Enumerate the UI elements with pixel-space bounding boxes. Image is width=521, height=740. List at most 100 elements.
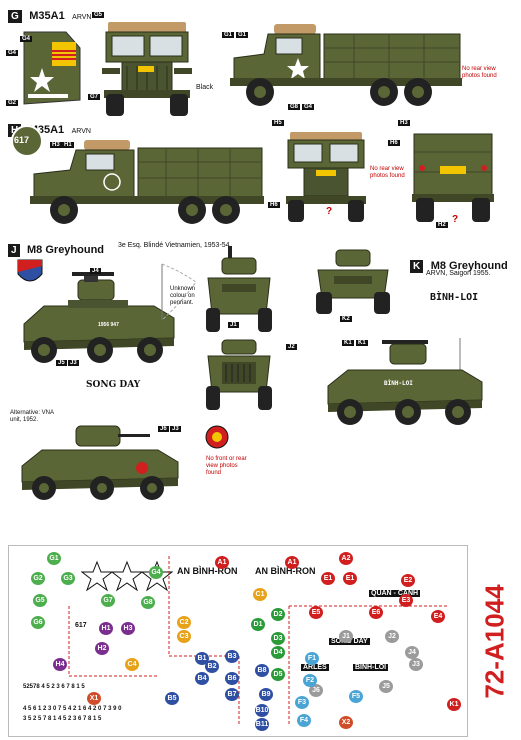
decal-bubble-b6: B6 [225,672,239,685]
decal-bubble-h3: H3 [121,622,135,635]
profile-k-header: K M8 Greyhound [410,256,511,274]
emblem-617-text: 617 [14,135,30,145]
decal-an-binh-1: AN BÌNH-RON [177,566,238,576]
decal-sheet: AN BÌNH-RON AN BÌNH-RON QUAN - CANH SONG… [8,545,468,737]
callout-h2: H2 [436,222,448,228]
callout-j3-b: J3 [170,426,181,432]
note-black: Black [196,84,214,91]
catalog-number: 72-A1044 [479,584,510,699]
profile-g-unit: ARVN [72,14,92,21]
decal-bubble-a1: A1 [215,556,229,569]
decal-bubble-e3: E3 [399,594,413,607]
decal-bubble-b5: B5 [165,692,179,705]
armored-car-j-side [23,272,175,363]
decal-bubble-e2: E2 [401,574,415,587]
truck-h-rear [412,133,494,222]
decal-bubble-g4: G4 [149,566,163,579]
decal-bubble-g2: G2 [31,572,45,585]
truck-g-side [230,24,462,106]
decal-bubble-b10: B10 [255,704,269,717]
armored-car-alt-side [21,425,179,500]
truck-g-front [102,22,192,116]
binh-loi-hull-text: BÌNH-LOI [384,380,413,387]
callout-j6: J6 [158,426,169,432]
decal-bubble-e1: E1 [343,572,357,585]
decal-bubble-e5: E5 [309,606,323,619]
callout-g1-a: G1 [222,32,235,38]
note-alternative: Alternative: VNA unit, 1952. [10,410,54,423]
armored-car-k-front [316,249,390,314]
decal-bubble-b4: B4 [195,672,209,685]
profile-j-code: J [8,244,20,257]
decal-bubble-b2: B2 [205,660,219,673]
profile-k-model: M8 Greyhound [427,260,511,272]
callout-k2: K2 [340,316,352,322]
profile-k-code: K [410,260,424,273]
decal-bubble-h1: H1 [99,622,113,635]
callout-j3: J3 [68,360,79,366]
decal-bubble-j2: J2 [385,630,399,643]
decal-bubble-b8: B8 [255,664,269,677]
callout-g4-c: G4 [302,104,315,110]
decal-bubble-j1: J1 [339,630,353,643]
decal-serial-1: 52578 4 5 2 3 6 7 8 1 5 [23,684,85,690]
decal-bubble-d4: D4 [271,646,285,659]
callout-g7: G7 [88,94,101,100]
decal-bubble-e6: E6 [369,606,383,619]
armored-car-j-front [206,246,272,332]
decal-quan-canh: QUAN - CANH [369,590,421,597]
callout-g4-b: G4 [6,50,19,56]
decal-bubble-b9: B9 [259,688,273,701]
truck-h-front [286,132,366,222]
decal-bubble-f4: F4 [297,714,311,727]
callout-k1-a: K1 [342,340,354,346]
unit-shield [17,259,43,282]
profile-h-unit: ARVN [71,128,91,135]
callout-g5: G5 [92,12,105,18]
cut-lines [68,556,449,726]
callout-j5: J5 [56,360,67,366]
callout-j1: J1 [228,322,239,328]
pennant [161,263,197,321]
decal-bubble-e4: E4 [431,610,445,623]
decal-arles: ARLES [301,664,329,671]
profile-k-unit: ARVN, Saigon 1955. [426,270,491,277]
decal-bubble-h2: H2 [95,642,109,655]
decal-bubble-x1: X1 [87,692,101,705]
decal-bubble-d3: D3 [271,632,285,645]
decal-bubble-j4: J4 [405,646,419,659]
catalog-number-block: 72-A1044 [472,548,517,734]
decal-bubble-h4: H4 [53,658,67,671]
decal-serial-3: 3 5 2 5 7 8 1 4 5 2 3 6 7 8 1 5 [23,716,102,722]
decal-bubble-f3: F3 [295,696,309,709]
note-alt-front: No front or rear view photos found [206,456,247,476]
callout-h3-b: H3 [398,120,410,126]
decal-bubble-d5: D5 [271,668,285,681]
armored-car-k-side [327,338,483,425]
decal-bubble-b11: B11 [255,718,269,731]
binh-loi-text: BÌNH-LOI [430,292,479,303]
decal-617: 617 [75,622,87,629]
decal-bubble-a2: A2 [339,552,353,565]
decal-bubble-j5: J5 [379,680,393,693]
emblem-617 [11,125,43,157]
decal-serial-2: 4 5 6 1 2 3 0 7 5 4 2 1 6 4 2 0 7 3 9 0 [23,706,122,712]
decal-bubble-j3: J3 [409,658,423,671]
armored-car-j-rear [206,339,272,410]
decal-an-binh-2: AN BÌNH-RON [255,566,316,576]
decal-bubble-x2: X2 [339,716,353,729]
truck-h-side [30,140,264,224]
callout-h1: H1 [62,142,74,148]
callout-g8: G8 [288,104,301,110]
decal-bubble-f2: F2 [303,674,317,687]
decal-bubble-e1: E1 [321,572,335,585]
callout-j2: J2 [286,344,297,350]
decal-bubble-g7: G7 [101,594,115,607]
decal-bubble-f1: F1 [305,652,319,665]
decal-bubble-b7: B7 [225,688,239,701]
decal-bubble-b3: B3 [225,650,239,663]
decal-bubble-g6: G6 [31,616,45,629]
note-h-rear: No rear view photos found [370,166,405,179]
callout-h3: H3 [50,142,62,148]
decal-bubble-c3: C3 [177,630,191,643]
